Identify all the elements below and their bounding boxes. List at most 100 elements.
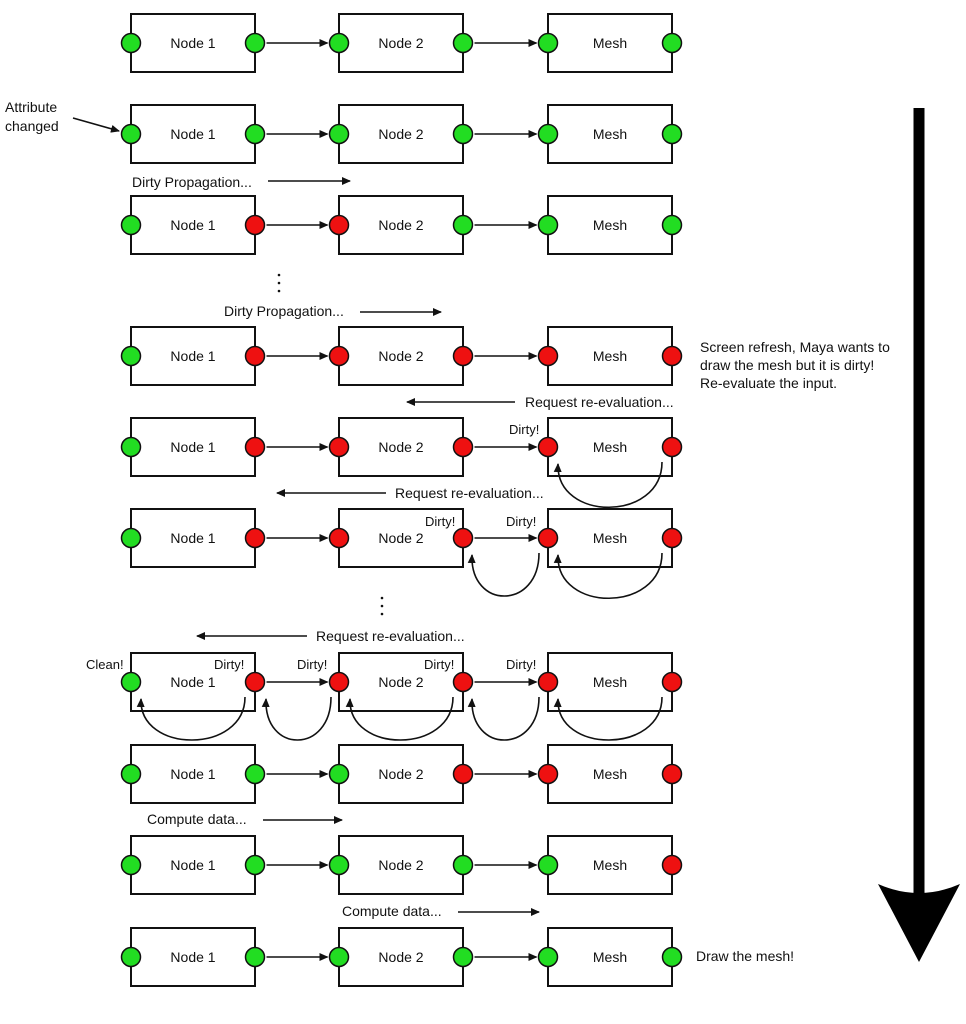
node1-box	[130, 744, 256, 804]
mesh-box	[547, 417, 673, 477]
node1-in-plug-clean	[120, 854, 142, 876]
feedback-arc-mesh-row6	[553, 552, 663, 599]
request-reevaluation-label-1: Request re-evaluation...	[525, 394, 674, 410]
node1-label: Node 1	[170, 35, 215, 51]
node2-in-plug-dirty	[328, 671, 350, 693]
node2-out-plug-dirty	[452, 345, 474, 367]
node1-in-plug-clean	[120, 345, 142, 367]
node1-in-plug-clean	[120, 32, 142, 54]
mesh-out-plug-clean	[661, 214, 683, 236]
request-reevaluation-label-2: Request re-evaluation...	[395, 485, 544, 501]
ellipsis-dots-1	[277, 273, 281, 293]
node1-label: Node 1	[170, 217, 215, 233]
node2-in-plug-dirty	[328, 527, 350, 549]
node2-out-plug-dirty	[452, 436, 474, 458]
screen-refresh-note-line3: Re-evaluate the input.	[700, 375, 837, 391]
node2-out-plug-clean	[452, 946, 474, 968]
node1-label: Node 1	[170, 126, 215, 142]
node1-in-plug-clean	[120, 671, 142, 693]
node2-out-plug-clean	[452, 32, 474, 54]
node1-in-plug-clean	[120, 436, 142, 458]
mesh-label: Mesh	[593, 217, 627, 233]
node1-in-plug-clean	[120, 763, 142, 785]
feedback-arc-link-row6	[467, 552, 540, 597]
node1-label: Node 1	[170, 857, 215, 873]
node1-box	[130, 104, 256, 164]
feedback-arc-link2-row7	[467, 696, 540, 741]
dirty-label-node2-row6: Dirty!	[425, 514, 455, 529]
node1-box	[130, 927, 256, 987]
mesh-label: Mesh	[593, 530, 627, 546]
node2-label: Node 2	[378, 217, 423, 233]
mesh-out-plug-clean	[661, 946, 683, 968]
node2-in-plug-clean	[328, 32, 350, 54]
node2-label: Node 2	[378, 949, 423, 965]
dirty-propagation-label-1: Dirty Propagation...	[132, 174, 252, 190]
node2-label: Node 2	[378, 35, 423, 51]
mesh-box	[547, 652, 673, 712]
mesh-out-plug-clean	[661, 32, 683, 54]
feedback-arc-link1-row7	[261, 696, 332, 741]
node2-label: Node 2	[378, 766, 423, 782]
mesh-in-plug-dirty	[537, 671, 559, 693]
dirty-label-node2-out: Dirty!	[424, 657, 454, 672]
node1-out-plug-dirty	[244, 345, 266, 367]
node2-in-plug-dirty	[328, 345, 350, 367]
dirty-label-node2-in: Dirty!	[297, 657, 327, 672]
mesh-label: Mesh	[593, 674, 627, 690]
mesh-label: Mesh	[593, 126, 627, 142]
mesh-label: Mesh	[593, 348, 627, 364]
time-direction-arrow	[878, 108, 960, 962]
draw-mesh-label: Draw the mesh!	[696, 948, 794, 964]
mesh-label: Mesh	[593, 766, 627, 782]
node2-out-plug-dirty	[452, 527, 474, 549]
screen-refresh-note-line2: draw the mesh but it is dirty!	[700, 357, 874, 373]
dirty-label-mesh-row5: Dirty!	[509, 422, 539, 437]
attribute-changed-line1: Attribute	[5, 99, 57, 115]
node1-out-plug-dirty	[244, 527, 266, 549]
mesh-out-plug-dirty	[661, 345, 683, 367]
dirty-label-node1-out: Dirty!	[214, 657, 244, 672]
node2-box	[338, 744, 464, 804]
mesh-box	[547, 835, 673, 895]
mesh-in-plug-dirty	[537, 763, 559, 785]
mesh-in-plug-clean	[537, 214, 559, 236]
screen-refresh-note-line1: Screen refresh, Maya wants to	[700, 339, 890, 355]
mesh-in-plug-clean	[537, 946, 559, 968]
node2-label: Node 2	[378, 439, 423, 455]
feedback-arc-node1-row7	[136, 696, 246, 741]
mesh-label: Mesh	[593, 857, 627, 873]
node1-box	[130, 652, 256, 712]
mesh-in-plug-clean	[537, 32, 559, 54]
node2-box	[338, 104, 464, 164]
mesh-label: Mesh	[593, 439, 627, 455]
mesh-out-plug-dirty	[661, 671, 683, 693]
node1-label: Node 1	[170, 674, 215, 690]
mesh-out-plug-clean	[661, 123, 683, 145]
mesh-box	[547, 13, 673, 73]
node1-out-plug-clean	[244, 32, 266, 54]
node2-in-plug-clean	[328, 123, 350, 145]
mesh-label: Mesh	[593, 35, 627, 51]
node1-out-plug-dirty	[244, 214, 266, 236]
node1-out-plug-clean	[244, 946, 266, 968]
ellipsis-dots-2	[380, 596, 384, 616]
dirty-label-mesh-row6: Dirty!	[506, 514, 536, 529]
mesh-label: Mesh	[593, 949, 627, 965]
mesh-box	[547, 927, 673, 987]
mesh-in-plug-dirty	[537, 436, 559, 458]
compute-data-label-1: Compute data...	[147, 811, 247, 827]
node2-in-plug-clean	[328, 946, 350, 968]
node1-out-plug-dirty	[244, 436, 266, 458]
node1-label: Node 1	[170, 530, 215, 546]
node1-label: Node 1	[170, 439, 215, 455]
node2-out-plug-dirty	[452, 763, 474, 785]
feedback-arc-node2-row7	[345, 696, 454, 741]
node1-out-plug-clean	[244, 123, 266, 145]
feedback-arcs	[136, 461, 663, 741]
